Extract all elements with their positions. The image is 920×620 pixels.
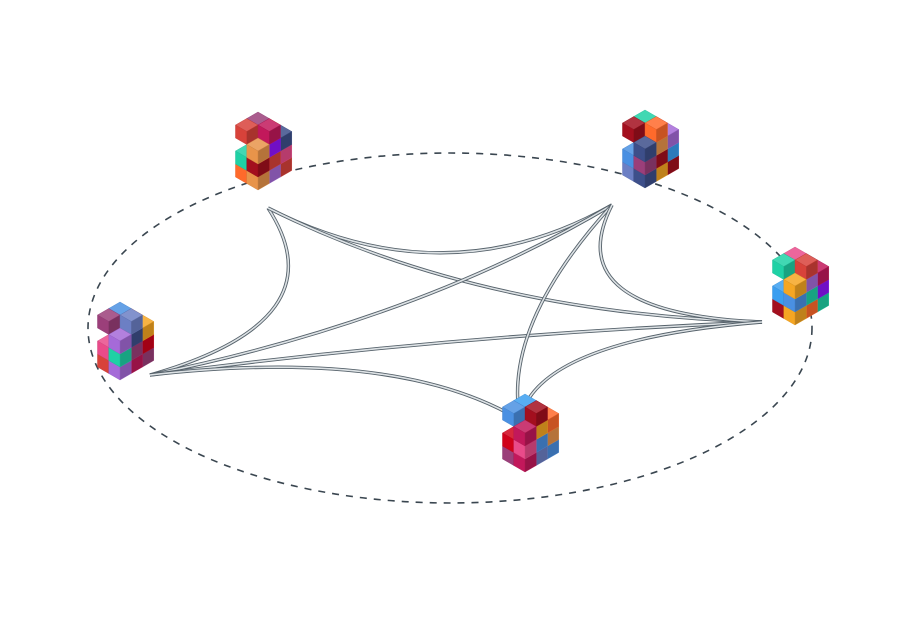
cube-right-face — [806, 259, 818, 280]
edge-stroke — [267, 206, 763, 324]
cube-right-face — [794, 279, 807, 300]
edge — [598, 204, 763, 324]
edge — [267, 203, 613, 255]
edge-stroke — [518, 320, 763, 421]
cube-right-face — [536, 406, 548, 427]
ring-dashed — [87, 152, 813, 504]
cube — [524, 400, 548, 427]
edge-stroke — [149, 204, 613, 376]
cube-cluster-node[interactable] — [772, 246, 830, 326]
cube — [97, 308, 121, 335]
cube — [622, 116, 646, 143]
edge — [149, 203, 613, 377]
cube-cluster-node[interactable] — [235, 111, 293, 191]
cube-right-face — [644, 142, 657, 163]
edge-stroke — [149, 366, 521, 421]
cube — [513, 419, 537, 447]
cube-right-face — [524, 426, 537, 447]
edges — [149, 203, 763, 422]
cube — [633, 135, 657, 163]
cube — [257, 118, 281, 145]
cube-cluster-node[interactable] — [97, 301, 155, 381]
cube — [502, 400, 526, 427]
cube-right-face — [257, 144, 270, 165]
cube-right-face — [131, 314, 143, 335]
cube — [794, 253, 818, 280]
edge-stroke — [149, 321, 763, 376]
cube-cluster-node[interactable] — [622, 109, 680, 189]
edge — [149, 207, 291, 377]
cube-right-face — [119, 334, 132, 355]
cube-right-face — [269, 124, 281, 145]
cube — [235, 118, 259, 145]
cube-right-face — [656, 122, 668, 143]
nodes — [97, 109, 830, 473]
edge-stroke — [516, 204, 613, 421]
cube — [246, 137, 270, 165]
cube — [783, 272, 807, 300]
edge — [515, 203, 614, 421]
edge-stroke — [149, 207, 290, 376]
cube-cluster-node[interactable] — [502, 393, 560, 473]
edge-stroke — [267, 207, 763, 323]
cube — [772, 253, 796, 280]
cube — [108, 327, 132, 355]
edge — [518, 320, 763, 421]
edge — [267, 206, 763, 324]
edge — [149, 320, 763, 377]
edge-stroke — [599, 204, 763, 323]
edge-stroke — [515, 203, 614, 421]
edge — [149, 365, 521, 422]
